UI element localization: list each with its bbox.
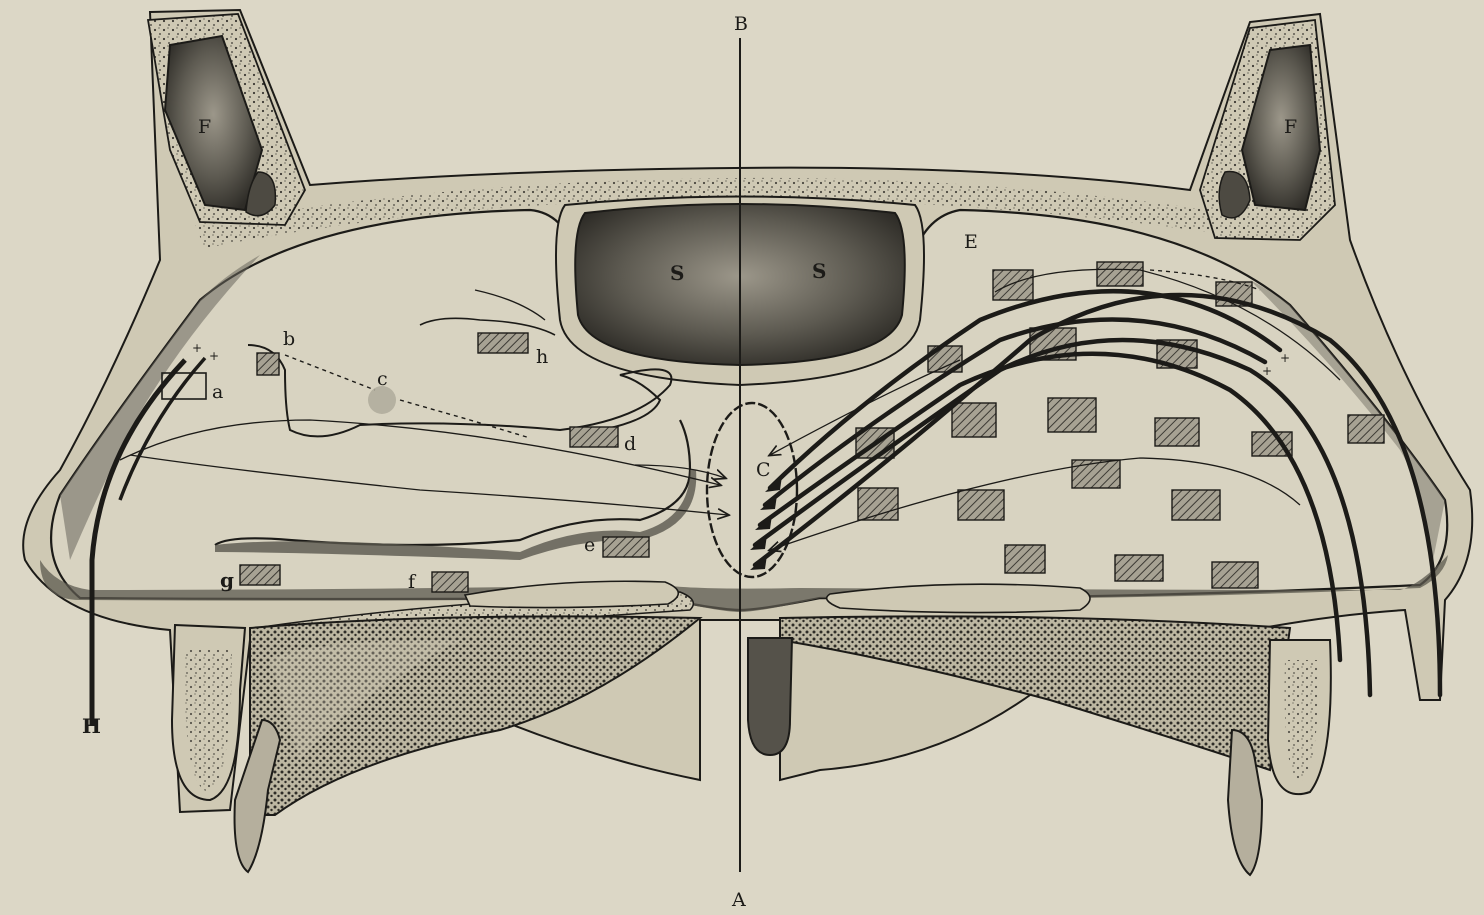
plus-mark-left-2: +	[209, 349, 219, 363]
hatch-r19	[1212, 562, 1258, 588]
hatch-r15	[958, 490, 1004, 520]
plus-mark-right-1: +	[1280, 351, 1290, 365]
hatch-r17	[1005, 545, 1045, 573]
spot-c	[368, 386, 396, 414]
hatch-r16	[1172, 490, 1220, 520]
hatch-r2	[1097, 262, 1143, 286]
label-frontal-right: F	[1284, 116, 1297, 138]
label-e: e	[584, 534, 595, 556]
hatch-r8	[1048, 398, 1096, 432]
hatch-f	[432, 572, 468, 592]
label-sinus-right: S	[812, 259, 826, 283]
hatch-g	[240, 565, 280, 585]
central-stalk	[748, 638, 792, 755]
label-c: c	[377, 368, 388, 390]
hatch-d	[570, 427, 618, 447]
label-d: d	[624, 433, 636, 455]
hatch-r10	[1155, 418, 1199, 446]
hatch-b	[257, 353, 279, 375]
label-sinus-left: S	[670, 261, 684, 285]
label-axis-top: B	[734, 13, 748, 35]
hatch-r12	[1348, 415, 1384, 443]
label-a: a	[212, 381, 223, 403]
plus-mark-left-1: +	[192, 341, 202, 355]
hatch-r1	[993, 270, 1033, 300]
hatch-r18	[1115, 555, 1163, 581]
hatch-h	[478, 333, 528, 353]
label-frontal-left: F	[198, 116, 211, 138]
label-axis-bottom: A	[731, 889, 746, 911]
label-c-capital: C	[756, 459, 771, 481]
plus-mark-right-2: +	[1262, 364, 1272, 378]
hatch-r13	[1072, 460, 1120, 488]
hatch-e	[603, 537, 649, 557]
label-h: h	[536, 346, 548, 368]
hatch-r7	[952, 403, 996, 437]
label-e-capital: E	[964, 231, 978, 253]
label-handle: H	[82, 714, 101, 738]
label-b: b	[283, 328, 295, 350]
label-g: g	[220, 568, 234, 592]
